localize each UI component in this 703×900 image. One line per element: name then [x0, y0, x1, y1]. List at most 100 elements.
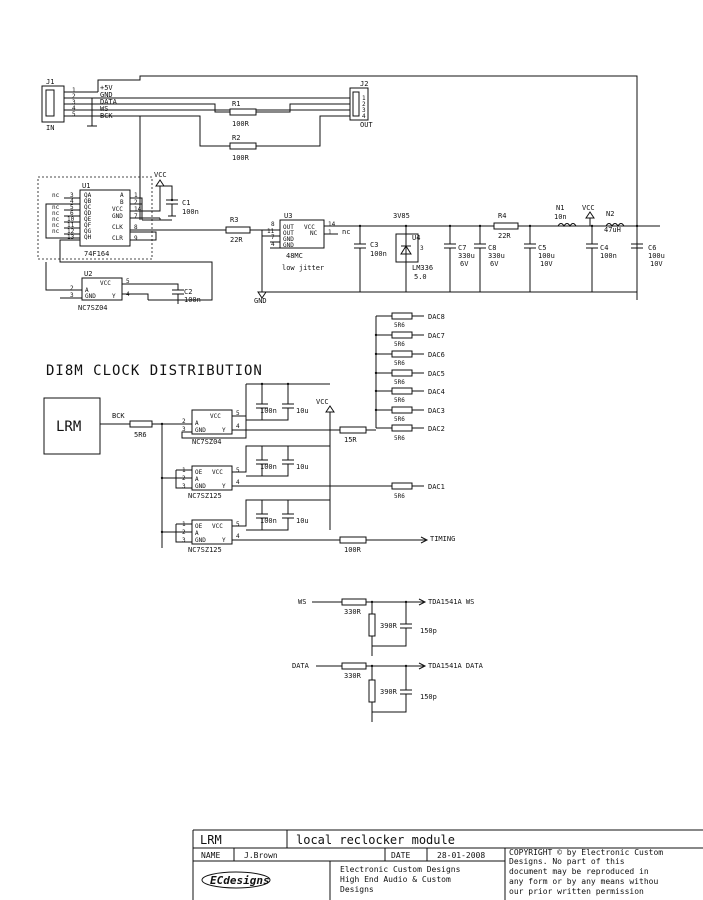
svg-text:12: 12 — [67, 228, 75, 235]
svg-text:OE: OE — [195, 469, 203, 476]
svg-text:GND: GND — [283, 242, 294, 249]
svg-text:22R: 22R — [498, 232, 511, 240]
svg-text:R1: R1 — [232, 100, 240, 108]
project-description: local reclocker module — [296, 833, 455, 847]
svg-text:3: 3 — [70, 192, 74, 199]
svg-text:100u: 100u — [538, 252, 555, 260]
svg-text:2: 2 — [134, 199, 138, 206]
c7-capacitor: C7 330u 6V — [444, 224, 475, 292]
svg-text:5: 5 — [236, 467, 240, 474]
svg-text:2: 2 — [362, 101, 366, 108]
svg-text:VCC: VCC — [582, 204, 595, 212]
svg-text:VCC: VCC — [316, 398, 329, 406]
svg-text:4: 4 — [236, 479, 240, 486]
svg-text:5: 5 — [126, 278, 130, 285]
svg-text:NC: NC — [310, 230, 318, 237]
svg-text:A: A — [195, 476, 199, 483]
svg-text:low jitter: low jitter — [282, 264, 324, 272]
svg-text:100n: 100n — [260, 463, 277, 471]
u4-reference: U4 3 LM336 5.0 — [395, 224, 433, 292]
j2-ref: J2 — [360, 80, 368, 88]
svg-text:WS: WS — [298, 598, 306, 606]
svg-text:5: 5 — [236, 410, 240, 417]
svg-text:3: 3 — [362, 107, 366, 114]
j1-label: IN — [46, 124, 54, 132]
r4-resistor: R4 22R — [493, 212, 519, 240]
svg-text:150p: 150p — [420, 693, 437, 701]
svg-text:3: 3 — [182, 483, 186, 490]
svg-text:Designs. No part of this: Designs. No part of this — [509, 857, 625, 866]
svg-text:QG: QG — [84, 228, 92, 235]
svg-text:6V: 6V — [490, 260, 499, 268]
svg-text:TDA1541A DATA: TDA1541A DATA — [428, 662, 484, 670]
svg-text:5: 5 — [70, 204, 74, 211]
svg-text:N1: N1 — [556, 204, 564, 212]
r3-resistor: R3 22R — [225, 216, 251, 244]
svg-text:NC7SZ125: NC7SZ125 — [188, 546, 222, 554]
svg-text:U1: U1 — [82, 182, 90, 190]
c2-capacitor: C2 100n — [172, 288, 201, 304]
svg-text:DAC7: DAC7 — [428, 332, 445, 340]
svg-text:our prior written permission: our prior written permission — [509, 887, 644, 896]
svg-text:C5: C5 — [538, 244, 546, 252]
ecdesigns-logo: ECdesigns — [201, 871, 271, 889]
r1-resistor: R1 100R — [229, 100, 257, 128]
svg-text:3: 3 — [72, 99, 76, 106]
svg-text:330u: 330u — [458, 252, 475, 260]
svg-text:U4: U4 — [412, 234, 420, 242]
svg-text:WS: WS — [100, 105, 108, 113]
svg-text:R3: R3 — [230, 216, 238, 224]
r2-resistor: R2 100R — [229, 134, 257, 162]
data-filter: DATA 330R TDA1541A DATA 390R 150p — [292, 662, 484, 722]
svg-text:C8: C8 — [488, 244, 496, 252]
svg-text:OUT: OUT — [283, 230, 294, 237]
j1-bus-wires — [64, 75, 638, 300]
svg-text:2: 2 — [182, 418, 186, 425]
svg-text:3: 3 — [182, 537, 186, 544]
svg-text:390R: 390R — [380, 622, 398, 630]
svg-text:10n: 10n — [554, 213, 567, 221]
svg-text:5R6: 5R6 — [134, 431, 147, 439]
svg-text:VCC: VCC — [304, 224, 315, 231]
u4-voltage-label: 3V85 — [393, 212, 410, 220]
u2-ic: U2 NC7SZ04 VCC A GND Y 2 3 5 4 — [70, 270, 130, 312]
svg-text:OE: OE — [195, 523, 203, 530]
svg-text:330u: 330u — [488, 252, 505, 260]
buf1-nc7sz04: VCC A GND Y 2 3 5 4 NC7SZ04 — [182, 409, 240, 446]
svg-text:A: A — [85, 287, 89, 294]
svg-text:Designs: Designs — [340, 885, 374, 894]
svg-text:QB: QB — [84, 198, 92, 205]
svg-text:nc: nc — [342, 228, 350, 236]
section-title: DI8M CLOCK DISTRIBUTION — [46, 363, 263, 379]
svg-text:3: 3 — [70, 292, 74, 299]
svg-text:5: 5 — [236, 521, 240, 528]
svg-text:7: 7 — [271, 234, 275, 241]
svg-text:nc: nc — [52, 210, 60, 217]
n1-inductor: N1 10n — [554, 204, 577, 227]
svg-text:nc: nc — [52, 192, 60, 199]
svg-text:10u: 10u — [296, 517, 309, 525]
svg-text:74F164: 74F164 — [84, 250, 109, 258]
svg-text:GND: GND — [112, 213, 123, 220]
svg-text:C2: C2 — [184, 288, 192, 296]
svg-text:330R: 330R — [344, 672, 362, 680]
timing-label: TIMING — [430, 535, 455, 543]
svg-text:8: 8 — [271, 221, 275, 228]
svg-text:6: 6 — [70, 210, 74, 217]
u2-wiring — [45, 262, 179, 300]
svg-text:5: 5 — [72, 111, 76, 118]
svg-text:2: 2 — [72, 93, 76, 100]
svg-text:GND: GND — [195, 427, 206, 434]
buf3-wiring: 100n 10u 100R TIMING — [160, 499, 455, 554]
buf2-nc7sz125: OE VCC A GND Y 1 2 3 5 4 NC7SZ125 — [182, 465, 240, 500]
svg-text:OUT: OUT — [283, 224, 294, 231]
svg-text:100n: 100n — [370, 250, 387, 258]
dac1-label: DAC1 — [428, 483, 445, 491]
svg-text:6V: 6V — [460, 260, 469, 268]
svg-text:CLR: CLR — [112, 235, 123, 242]
svg-text:5R6: 5R6 — [394, 322, 405, 329]
u3-oscillator: U3 OUT OUT GND GND VCC NC 8 11 7 4 14 1 … — [267, 212, 350, 272]
r15-resistor: 15R — [339, 426, 367, 444]
svg-text:QH: QH — [84, 234, 92, 241]
svg-text:10V: 10V — [540, 260, 553, 268]
